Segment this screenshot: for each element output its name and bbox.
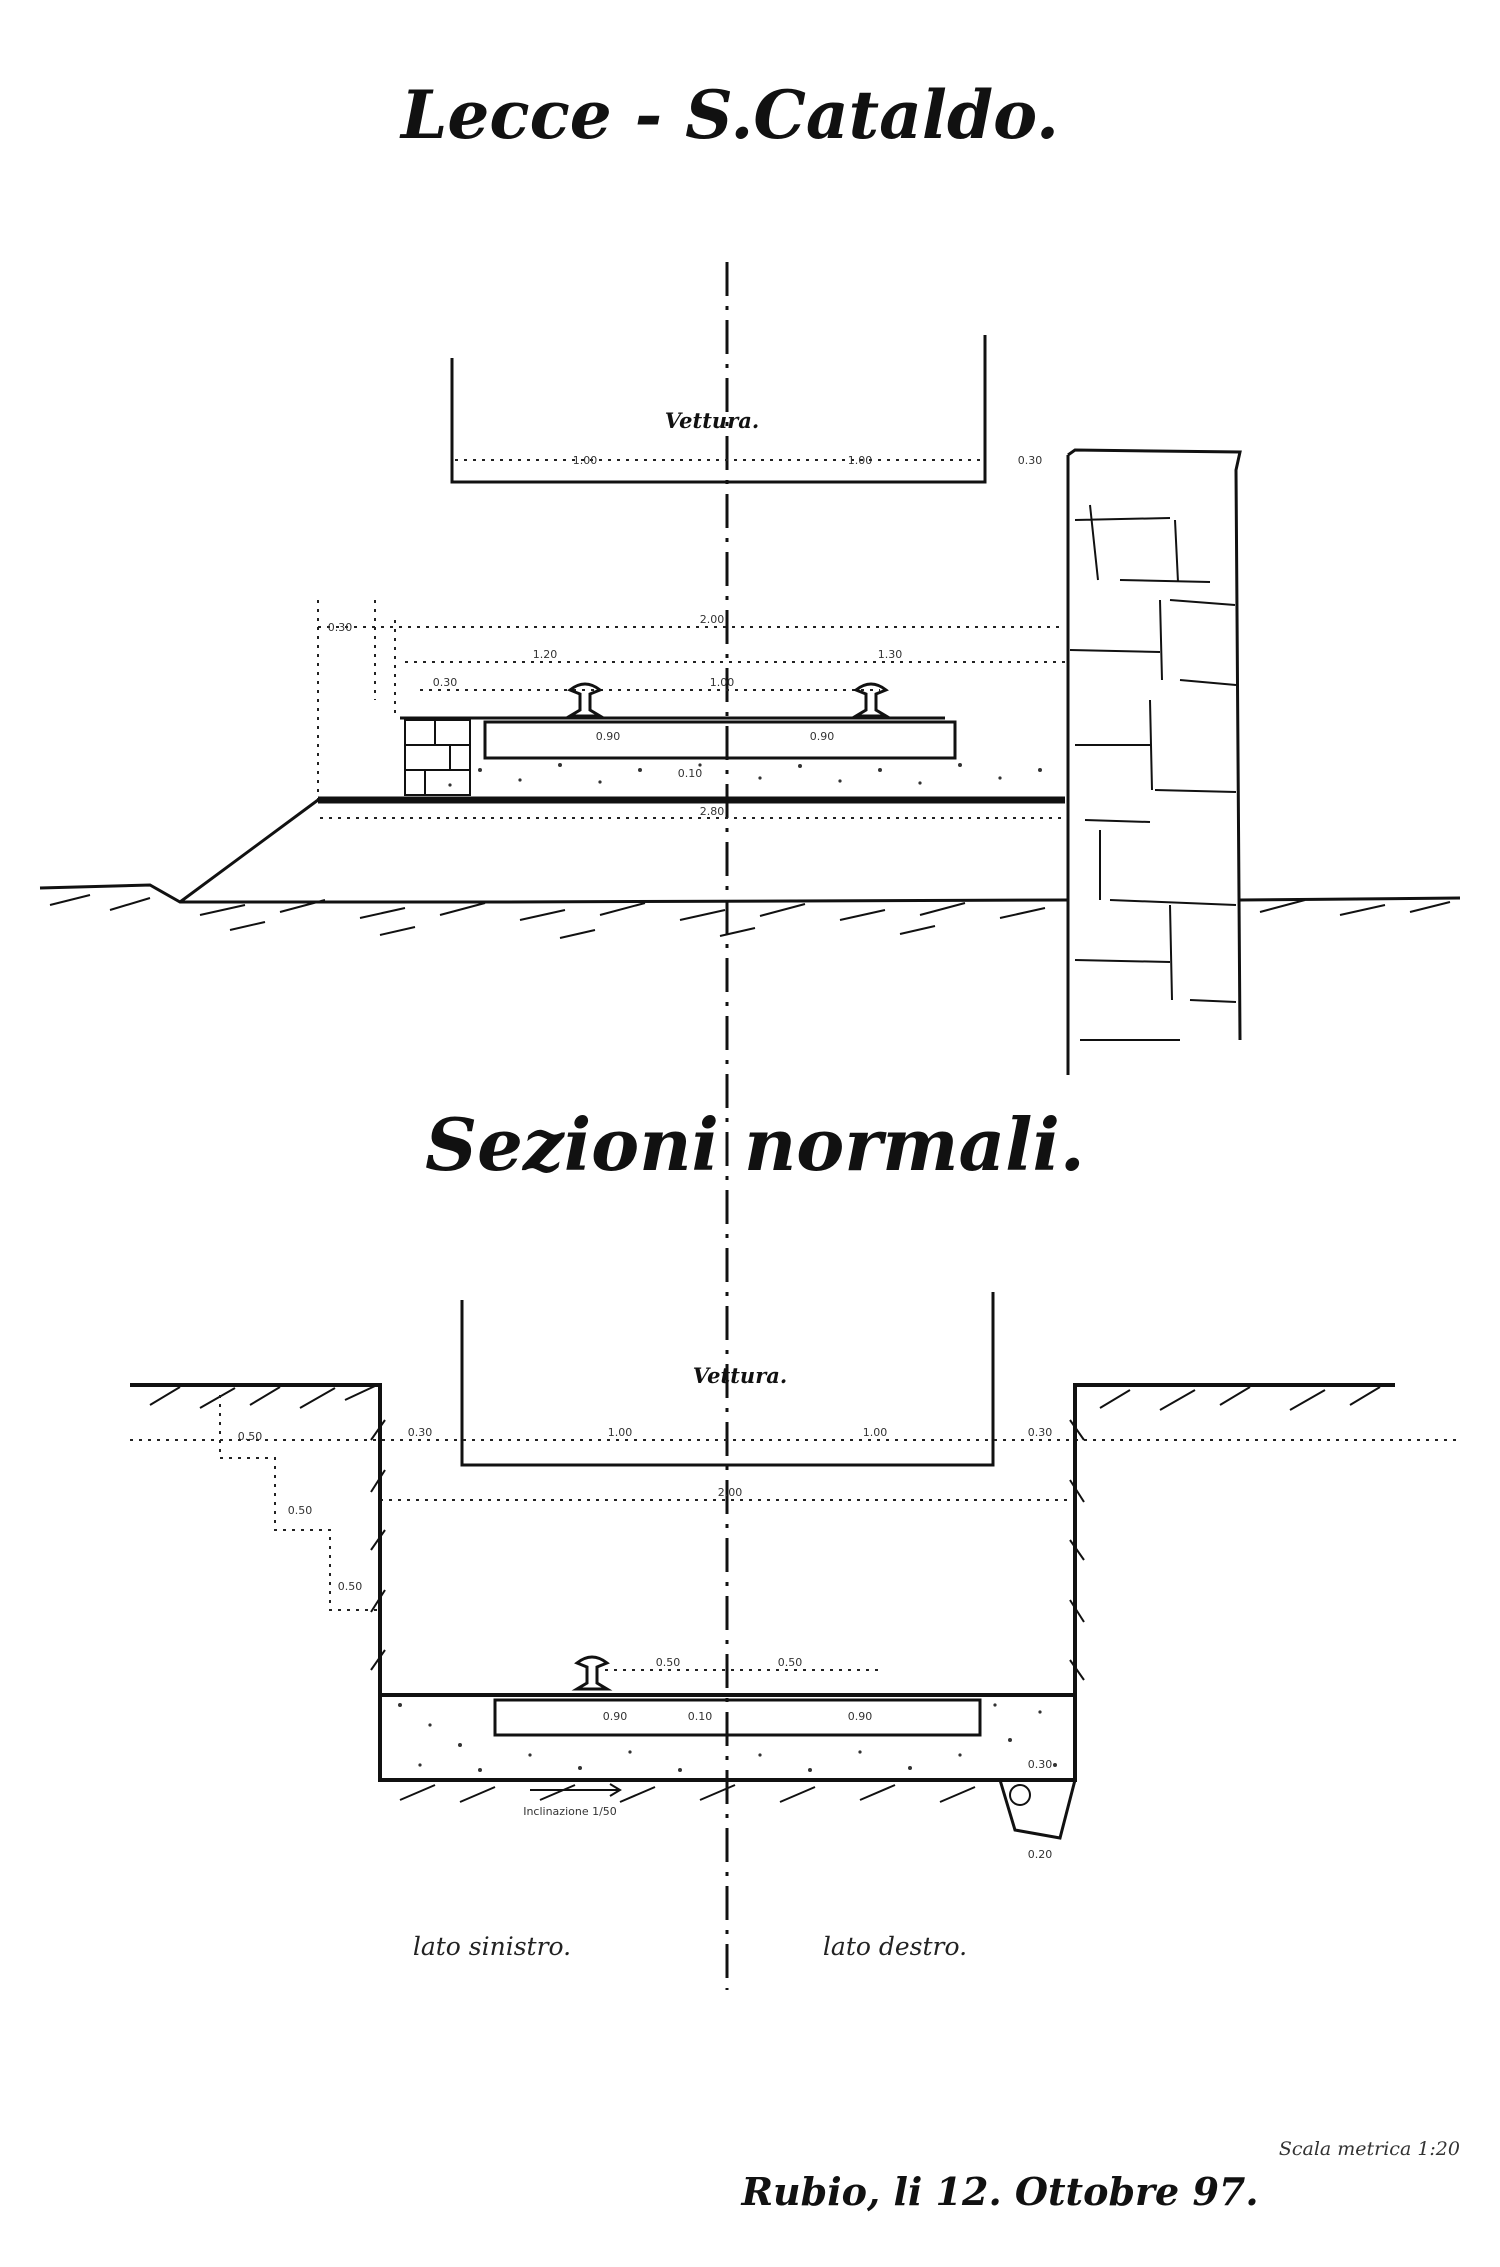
upper-rail-left (564, 682, 606, 718)
lower-cutting-left-wall (130, 1383, 382, 1695)
upper-dim-left-width: 1.20 (533, 648, 558, 661)
lower-section: Vettura. 0.30 1.00 1.00 0.30 2.00 0.50 0… (130, 1292, 1460, 1961)
upper-dim-total-top: 2.00 (700, 613, 725, 626)
lower-vehicle-label: Vettura. (693, 1363, 787, 1388)
lower-right-side-label: lato destro. (823, 1932, 967, 1961)
drawing-title: Lecce - S.Cataldo. (399, 76, 1059, 154)
upper-dim-vehicle-right: 1.00 (848, 454, 873, 467)
lower-dim-left-gap: 0.30 (408, 1426, 433, 1439)
upper-dim-sleeper-left: 0.90 (596, 730, 621, 743)
lower-dim-step-3: 0.50 (338, 1580, 363, 1593)
lower-ballast-bed (378, 1693, 1077, 1782)
lower-dim-ditch-depth: 0.30 (1028, 1758, 1053, 1771)
upper-rail-right (850, 682, 892, 718)
upper-ballast (448, 763, 1042, 787)
upper-dim-gauge: 1.00 (710, 676, 735, 689)
lower-vehicle-outline (460, 1292, 995, 1467)
lower-dim-vehicle-left: 1.00 (608, 1426, 633, 1439)
upper-dim-shoulder: 0.30 (433, 676, 458, 689)
lower-drainage-ditch (998, 1779, 1077, 1840)
lower-stepped-excavation (219, 1395, 380, 1611)
lower-bottom-hatching (399, 1784, 976, 1803)
lower-dim-ditch-base: 0.20 (1028, 1848, 1053, 1861)
lower-dim-right-gap: 0.30 (1028, 1426, 1053, 1439)
lower-dim-vehicle-right: 1.00 (863, 1426, 888, 1439)
upper-section: Vettura. 1.00 1.00 0.30 0.30 2.00 1.20 1… (39, 335, 1461, 1075)
lower-dim-sleeper-mid: 0.10 (688, 1710, 713, 1723)
lower-slope-label: Inclinazione 1/50 (523, 1805, 617, 1818)
scale-note: Scala metrica 1:20 (1279, 2138, 1460, 2160)
drawing-subtitle: Sezioni normali. (425, 1102, 1085, 1187)
upper-left-masonry (404, 719, 471, 796)
upper-dim-ballast-depth: 0.10 (678, 767, 703, 780)
lower-ballast (398, 1703, 1057, 1772)
lower-sleeper (493, 1698, 982, 1737)
lower-dim-gauge-right: 0.50 (778, 1656, 803, 1669)
upper-dim-right-width: 1.30 (878, 648, 903, 661)
lower-dim-sleeper-left: 0.90 (603, 1710, 628, 1723)
upper-dim-base-width: 2.80 (700, 805, 725, 818)
lower-rail (571, 1655, 613, 1691)
upper-embankment-slope (179, 798, 319, 904)
upper-sleeper (483, 720, 957, 760)
lower-cutting-right-wall (1073, 1383, 1395, 1695)
lower-dim-step-1: 0.50 (238, 1430, 263, 1443)
lower-cutting-hatching (149, 1385, 1381, 1681)
lower-dim-total-width: 2.00 (718, 1486, 743, 1499)
upper-dim-vehicle-left: 1.00 (573, 454, 598, 467)
stone-retaining-wall (1066, 448, 1242, 1075)
lower-dim-sleeper-right: 0.90 (848, 1710, 873, 1723)
upper-ground-line (39, 883, 1461, 904)
upper-ground-hatching (49, 894, 1451, 939)
upper-dim-sleeper-right: 0.90 (810, 730, 835, 743)
signature: Rubio, li 12. Ottobre 97. (740, 2169, 1258, 2214)
upper-vehicle-outline (450, 335, 987, 484)
lower-left-side-label: lato sinistro. (413, 1932, 571, 1961)
lower-dim-step-2: 0.50 (288, 1504, 313, 1517)
upper-vehicle-label: Vettura. (665, 408, 759, 433)
lower-dim-gauge-left: 0.50 (656, 1656, 681, 1669)
upper-dim-wall-gap: 0.30 (1018, 454, 1043, 467)
lower-slope-arrow (530, 1783, 622, 1797)
upper-dim-left-offset: 0.30 (328, 621, 353, 634)
